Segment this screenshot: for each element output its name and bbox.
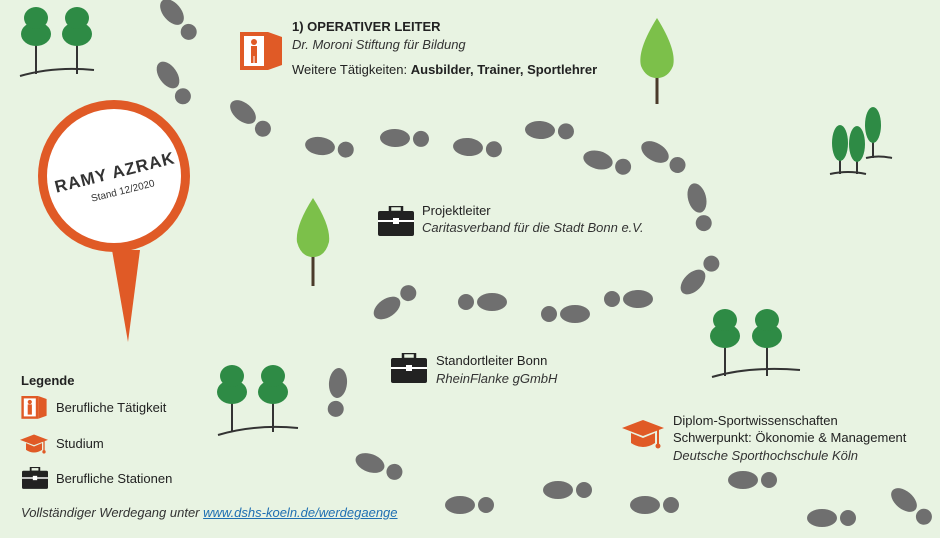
station-title-standortleiter: Standortleiter Bonn [436,353,548,368]
footer-text: Vollständiger Werdegang unter www.dshs-k… [21,504,398,521]
graduation-cap-icon [20,434,48,454]
studium-line2: Schwerpunkt: Ökonomie & Management [673,430,907,445]
graduation-cap-icon [622,420,664,449]
tree-group-right [829,107,893,175]
briefcase-icon [22,467,48,489]
legend-label-taetigkeit: Berufliche Tätigkeit [56,400,167,415]
station-title-operativer-leiter: 1) OPERATIVER LEITER [292,19,441,34]
weitere-taetigkeiten: Weitere Tätigkeiten: Ausbilder, Trainer,… [292,61,597,78]
briefcase-icon [391,353,427,383]
station-title-projektleiter: Projektleiter [422,203,491,218]
studium-org: Deutsche Sporthochschule Köln [673,448,859,463]
door-person-icon [240,32,282,70]
werdegaenge-link[interactable]: www.dshs-koeln.de/werdegaenge [203,505,398,520]
legend-label-studium: Studium [56,436,104,451]
legend-title: Legende [21,373,75,388]
location-pin-icon [38,100,190,342]
footer-prefix: Vollständiger Werdegang unter [21,505,204,520]
weitere-value: Ausbilder, Trainer, Sportlehrer [410,62,598,77]
legend-label-stationen: Berufliche Stationen [56,471,173,486]
station-org-projektleiter: Caritasverband für die Stadt Bonn e.V. [422,220,644,235]
studium-line1: Diplom-Sportwissenschaften [673,413,838,428]
station-org-standortleiter: RheinFlanke gGmbH [436,371,558,386]
tree-group-bottom-left [216,364,299,436]
tree-group-top-left [19,6,95,77]
briefcase-icon [378,206,414,236]
tree-group-mid-right [709,308,801,378]
station-org-operativer-leiter: Dr. Moroni Stiftung für Bildung [292,37,466,52]
tree-light-middle [296,198,330,286]
weitere-prefix: Weitere Tätigkeiten: [292,62,411,77]
door-person-icon [21,396,47,419]
tree-light-top [640,18,674,104]
